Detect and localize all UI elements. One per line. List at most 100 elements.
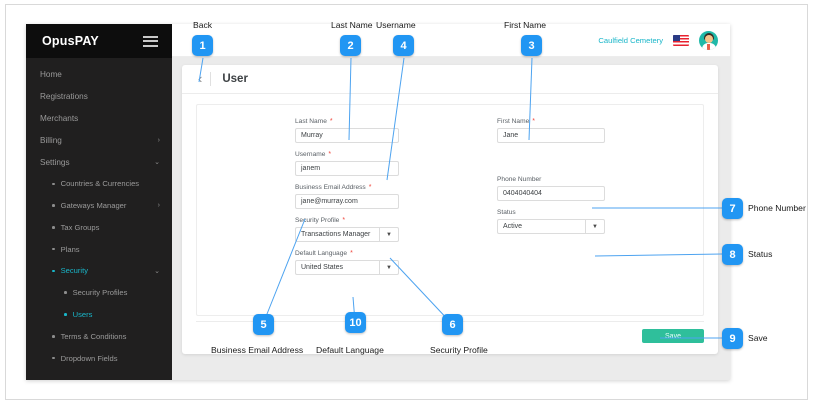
sidebar-item-home[interactable]: Home — [26, 64, 172, 86]
field-label-phone-number: Phone Number — [497, 176, 605, 183]
label-text: Phone Number — [497, 176, 542, 183]
bullet-icon — [52, 334, 55, 338]
input-username[interactable]: janem — [295, 161, 399, 176]
field-username: Username* janem — [295, 151, 399, 176]
chevron-left-icon[interactable]: ‹ — [198, 70, 203, 86]
sidebar-item-security[interactable]: Security ⌄ — [26, 260, 172, 282]
sidebar-item-label: Terms & Conditions — [60, 331, 127, 341]
field-label-business-email-address: Business Email Address* — [295, 184, 399, 191]
sidebar-item-gateways-manager[interactable]: Gateways Manager › — [26, 195, 172, 217]
sidebar-item-label: Dropdown Fields — [60, 353, 118, 363]
field-label-last-name: Last Name* — [295, 118, 399, 125]
sidebar-item-security-profiles[interactable]: Security Profiles — [26, 282, 172, 304]
chevron-down-icon[interactable]: ⌄ — [154, 267, 160, 275]
sidebar-item-billing[interactable]: Billing › — [26, 129, 172, 151]
sidebar-item-merchants[interactable]: Merchants — [26, 108, 172, 130]
sidebar-item-plans[interactable]: Plans — [26, 238, 172, 260]
sidebar-item-registrations[interactable]: Registrations — [26, 86, 172, 108]
us-flag-icon[interactable] — [673, 34, 689, 46]
required-marker: * — [368, 184, 372, 191]
sidebar-item-terms-conditions[interactable]: Terms & Conditions — [26, 325, 172, 347]
field-first-name: First Name* Jane — [497, 118, 605, 143]
form-footer: Save — [196, 321, 704, 352]
field-label-first-name: First Name* — [497, 118, 605, 125]
select-security-profile[interactable]: Transactions Manager▼ — [295, 227, 399, 242]
field-business-email-address: Business Email Address* jane@murray.com — [295, 184, 399, 209]
bullet-icon — [52, 247, 55, 251]
organization-name: Caulfield Cemetery — [598, 35, 663, 45]
label-text: Username — [295, 151, 326, 158]
top-bar: Caulfield Cemetery — [172, 24, 730, 57]
sidebar-item-label: Security Profiles — [72, 288, 128, 298]
sidebar-item-label: Users — [72, 309, 93, 319]
select-default-language[interactable]: United States▼ — [295, 260, 399, 275]
input-phone-number[interactable]: 0404040404 — [497, 186, 605, 201]
required-marker: * — [350, 250, 353, 257]
required-marker: * — [328, 151, 332, 158]
sidebar-item-label: Security — [60, 266, 89, 276]
sidebar-item-label: Plans — [60, 244, 80, 254]
input-first-name[interactable]: Jane — [497, 128, 605, 143]
field-label-security-profile: Security Profile* — [295, 217, 399, 224]
input-last-name[interactable]: Murray — [295, 128, 399, 143]
brand-logo: OpusPAY — [42, 34, 99, 48]
field-phone-number: Phone Number 0404040404 — [497, 176, 605, 201]
page-title: User — [222, 73, 248, 85]
select-value[interactable]: United States — [295, 260, 379, 275]
bullet-icon — [52, 182, 55, 186]
label-text: Status — [497, 209, 516, 216]
select-value[interactable]: Active — [497, 219, 585, 234]
bullet-icon — [64, 313, 67, 316]
label-text: First Name — [497, 118, 530, 125]
chevron-right-icon[interactable]: › — [157, 202, 160, 210]
chevron-down-icon[interactable]: ⌄ — [154, 159, 160, 167]
sidebar-item-label: Billing — [40, 135, 62, 145]
column-spacer — [497, 151, 605, 176]
select-value[interactable]: Transactions Manager — [295, 227, 379, 242]
input-business-email-address[interactable]: jane@murray.com — [295, 194, 399, 209]
chevron-down-icon[interactable]: ▼ — [585, 219, 605, 234]
sidebar-item-label: Registrations — [40, 92, 88, 102]
required-marker: * — [342, 217, 346, 224]
sidebar-item-label: Merchants — [40, 113, 79, 123]
user-avatar-icon[interactable] — [699, 30, 718, 50]
field-label-default-language: Default Language* — [295, 250, 399, 257]
label-text: Last Name — [295, 118, 327, 125]
required-marker: * — [329, 118, 333, 125]
sidebar-item-tax-groups[interactable]: Tax Groups — [26, 216, 172, 238]
sidebar-item-users[interactable]: Users — [26, 304, 172, 326]
sidebar-item-label: Gateways Manager — [60, 201, 127, 211]
sidebar-item-label: Countries & Currencies — [60, 179, 140, 189]
sidebar-item-label: Settings — [40, 157, 70, 167]
field-last-name: Last Name* Murray — [295, 118, 399, 143]
chevron-down-icon[interactable]: ▼ — [379, 227, 399, 242]
label-text: Business Email Address — [295, 184, 366, 191]
page-header: ‹ User — [182, 65, 718, 94]
sidebar-item-countries-currencies[interactable]: Countries & Currencies — [26, 173, 172, 195]
sidebar-item-dropdown-fields[interactable]: Dropdown Fields — [26, 347, 172, 369]
chevron-down-icon[interactable]: ▼ — [379, 260, 399, 275]
hamburger-icon[interactable] — [143, 35, 158, 47]
select-status[interactable]: Active▼ — [497, 219, 605, 234]
bullet-icon — [52, 269, 55, 273]
main-area: Caulfield Cemetery ‹ User Last Name*Murr… — [172, 24, 730, 380]
sidebar-item-settings[interactable]: Settings ⌄ — [26, 151, 172, 173]
field-security-profile: Security Profile* Transactions Manager▼ — [295, 217, 399, 242]
required-marker: * — [532, 118, 535, 125]
field-label-status: Status — [497, 209, 605, 216]
field-label-username: Username* — [295, 151, 399, 158]
bullet-icon — [52, 226, 55, 229]
field-default-language: Default Language* United States▼ — [295, 250, 399, 275]
sidebar-item-label: Home — [40, 70, 62, 80]
save-button[interactable]: Save — [642, 329, 704, 343]
header-divider — [210, 72, 212, 86]
chevron-right-icon[interactable]: › — [157, 136, 160, 144]
